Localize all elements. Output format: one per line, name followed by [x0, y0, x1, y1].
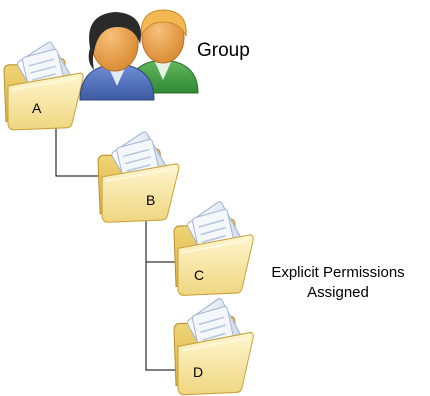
user-blue-icon — [79, 12, 155, 101]
folder-a-label: A — [32, 100, 42, 116]
folder-c-label: C — [194, 267, 205, 283]
group-label: Group — [197, 40, 250, 61]
folder-c-icon — [172, 199, 255, 297]
folder-b-icon — [96, 129, 180, 224]
folder-a-icon — [2, 39, 85, 131]
folder-d-label: D — [193, 364, 204, 380]
users-group-icon — [79, 9, 199, 101]
folder-d-icon — [172, 296, 255, 396]
explicit-permissions-note: Explicit Permissions Assigned — [271, 264, 405, 301]
folder-b-label: B — [146, 192, 156, 208]
connector-a-b — [55, 118, 99, 177]
connector-b-d — [145, 262, 176, 371]
connector-lines — [55, 118, 176, 371]
